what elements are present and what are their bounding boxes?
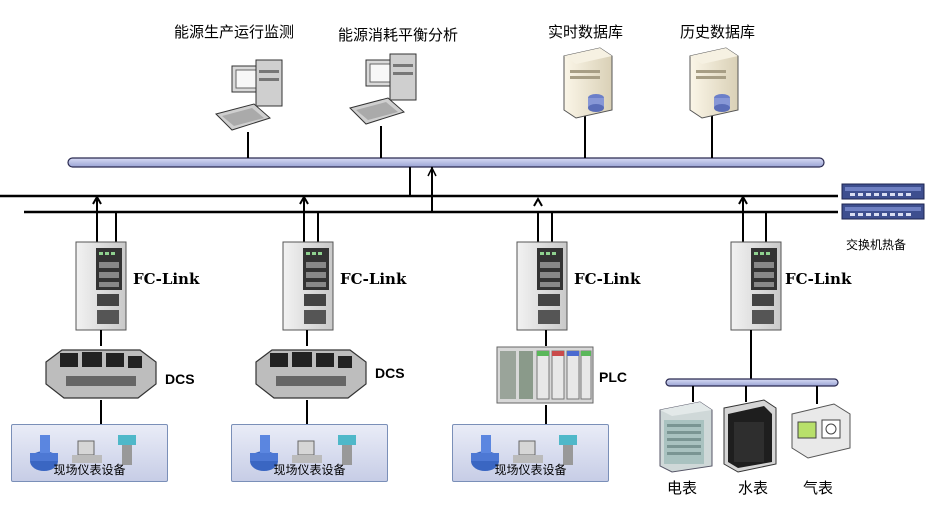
field-devices-label-3: 现场仪表设备 bbox=[494, 463, 567, 477]
workstation-monitor-device bbox=[215, 59, 283, 131]
field-devices-label-2: 现场仪表设备 bbox=[273, 463, 346, 477]
gateway-downlinks bbox=[100, 330, 752, 380]
field-instruments-icon bbox=[250, 435, 356, 471]
field-instruments-icon bbox=[30, 435, 136, 471]
switch-bottom bbox=[841, 203, 925, 220]
gateway-1-device bbox=[75, 241, 127, 331]
history-db-server bbox=[689, 47, 739, 119]
workstation-balance-device bbox=[349, 53, 417, 125]
field-instruments-icon bbox=[471, 435, 577, 471]
label-dcs-1: DCS bbox=[165, 371, 195, 387]
label-gateway-3: FC-Link bbox=[574, 270, 641, 288]
field-devices-box-1: 现场仪表设备 bbox=[11, 424, 168, 482]
gas-meter-device bbox=[791, 403, 851, 459]
water-meter-device bbox=[723, 399, 777, 473]
electric-meter-device bbox=[659, 401, 713, 473]
label-realtime-db: 实时数据库 bbox=[548, 23, 624, 41]
field-devices-box-3: 现场仪表设备 bbox=[452, 424, 609, 482]
dcs-console-2 bbox=[255, 349, 367, 399]
gateway-4-device bbox=[730, 241, 782, 331]
label-gateway-1: FC-Link bbox=[133, 270, 200, 288]
field-devices-box-2: 现场仪表设备 bbox=[231, 424, 388, 482]
dcs-console-1 bbox=[45, 349, 157, 399]
meter-bus bbox=[665, 378, 839, 387]
gateway-uplinks bbox=[92, 194, 767, 242]
plc-rack bbox=[496, 346, 594, 404]
label-switch-redundancy: 交换机热备 bbox=[846, 238, 907, 252]
label-history-db: 历史数据库 bbox=[680, 23, 756, 41]
field-devices-label-1: 现场仪表设备 bbox=[53, 463, 126, 477]
label-energy-balance: 能源消耗平衡分析 bbox=[338, 26, 459, 44]
label-gateway-4: FC-Link bbox=[785, 270, 852, 288]
label-gateway-2: FC-Link bbox=[340, 270, 407, 288]
realtime-db-server bbox=[563, 47, 613, 119]
label-gas-meter: 气表 bbox=[803, 479, 834, 497]
gateway-3-device bbox=[516, 241, 568, 331]
label-plc: PLC bbox=[599, 369, 627, 385]
switch-top bbox=[841, 183, 925, 200]
meter-drops bbox=[692, 386, 818, 404]
label-energy-monitoring: 能源生产运行监测 bbox=[174, 23, 295, 41]
gateway-2-device bbox=[282, 241, 334, 331]
label-dcs-2: DCS bbox=[375, 365, 405, 381]
field-links bbox=[100, 400, 547, 424]
label-water-meter: 水表 bbox=[738, 479, 769, 497]
server-bus bbox=[67, 157, 825, 168]
label-electric-meter: 电表 bbox=[667, 479, 698, 497]
